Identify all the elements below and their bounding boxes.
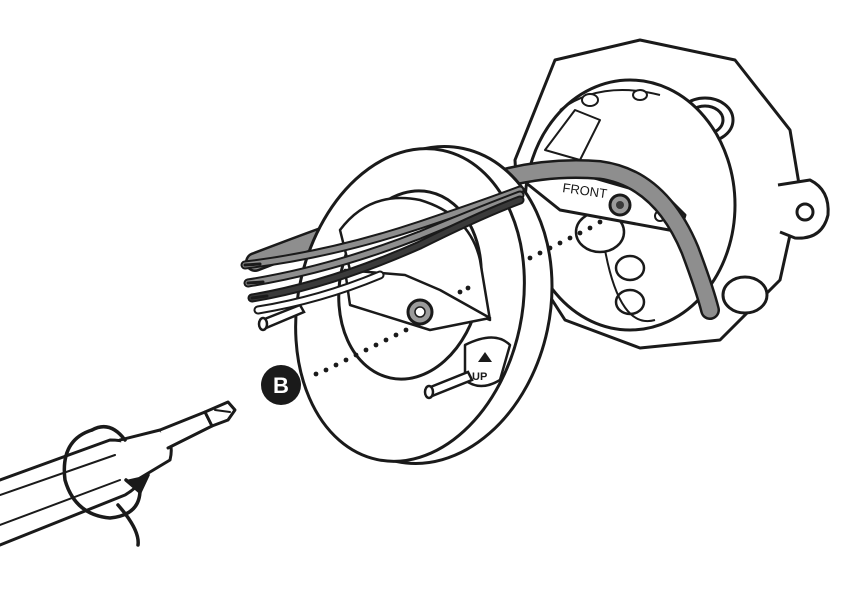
- screw-right: [423, 370, 474, 400]
- callout-badge: B: [261, 365, 301, 405]
- rotation-arrow-icon: [62, 424, 150, 547]
- callout-letter: B: [273, 373, 289, 398]
- front-label: FRONT: [562, 180, 608, 201]
- dotted-line-upper: [457, 219, 603, 295]
- alignment-lines: [313, 219, 603, 377]
- dotted-line-lower: [313, 327, 409, 377]
- up-indicator: UP: [472, 352, 492, 383]
- up-label: UP: [472, 371, 487, 383]
- screw-left: [257, 303, 306, 332]
- screwdriver-icon: [0, 400, 237, 547]
- wires: [240, 185, 525, 315]
